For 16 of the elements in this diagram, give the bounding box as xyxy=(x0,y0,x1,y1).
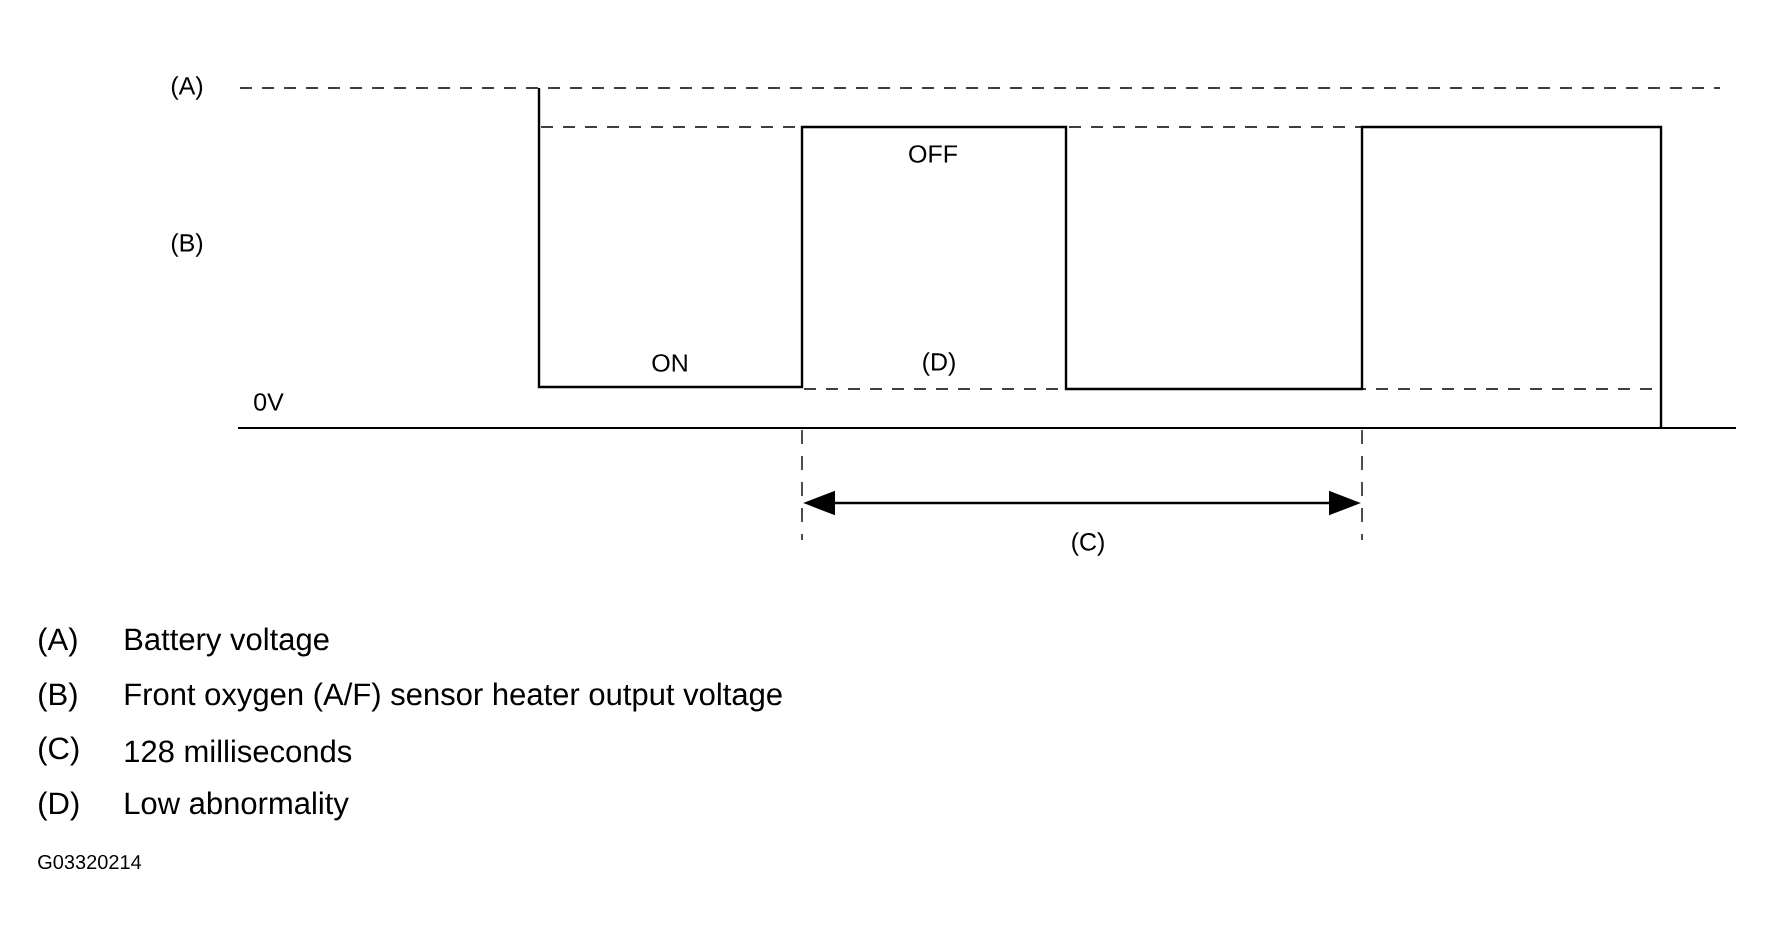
key-text: 128 milliseconds xyxy=(125,739,352,763)
dimension-label: (C) xyxy=(1072,532,1104,556)
state-label: OFF xyxy=(909,145,957,163)
level-label: (D) xyxy=(923,352,955,376)
key-text: Front oxygen (A/F) sensor heater output voltage xyxy=(125,682,782,712)
key-letter: (C) xyxy=(39,736,79,766)
level-label: 0V xyxy=(254,393,284,411)
key-letter: (D) xyxy=(39,791,79,821)
level-label: (A) xyxy=(171,76,203,100)
state-label: ON xyxy=(652,354,687,372)
key-text: Low abnormality xyxy=(125,791,349,821)
key-letter: (A) xyxy=(39,627,77,657)
key-text: Battery voltage xyxy=(125,627,329,657)
figure-id: G03320214 xyxy=(38,854,142,870)
key-letter: (B) xyxy=(39,682,77,712)
level-label: (B) xyxy=(171,233,203,257)
